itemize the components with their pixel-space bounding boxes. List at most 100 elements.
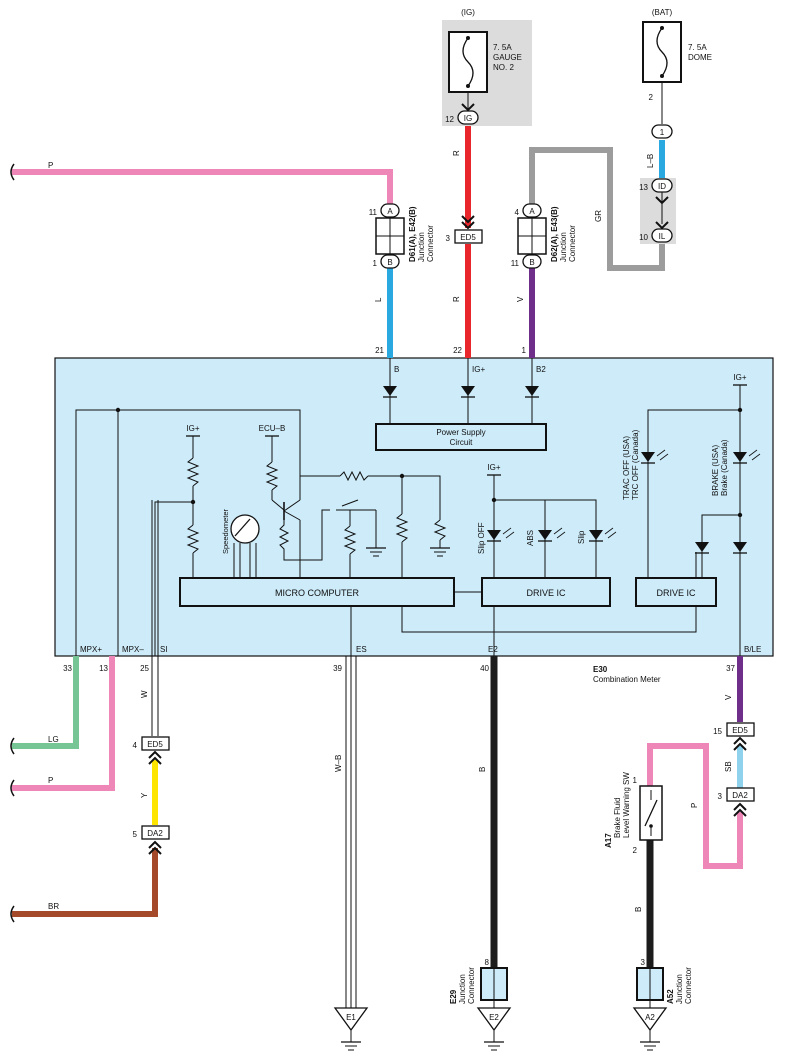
svg-text:IG: IG [464, 114, 472, 123]
svg-text:SI: SI [160, 645, 168, 654]
svg-text:D62(A), E43(B): D62(A), E43(B) [550, 206, 559, 262]
micro-computer-block [179, 577, 455, 607]
svg-text:A52: A52 [666, 989, 675, 1004]
svg-text:IL: IL [659, 232, 666, 241]
svg-text:A: A [529, 207, 535, 216]
connector-bat-1: 1 [651, 124, 673, 139]
svg-text:Level Warning SW: Level Warning SW [622, 772, 631, 838]
svg-text:22: 22 [453, 346, 462, 355]
svg-text:DA2: DA2 [732, 791, 748, 800]
svg-text:IG+: IG+ [472, 365, 485, 374]
connector-da2-right: DA2 3 [718, 787, 755, 817]
svg-text:Brake (Canada): Brake (Canada) [720, 439, 729, 496]
drive-ic-1-block [481, 577, 611, 607]
svg-text:Connector: Connector [467, 967, 476, 1004]
svg-text:13: 13 [639, 183, 648, 192]
fuse-bat-pin: 2 [649, 93, 654, 102]
svg-text:E2: E2 [489, 1013, 499, 1022]
svg-text:ES: ES [356, 645, 367, 654]
drive-ic-2-label: DRIVE IC [656, 588, 696, 598]
svg-text:GR: GR [594, 210, 603, 222]
svg-text:IG+: IG+ [186, 424, 199, 433]
svg-text:A: A [387, 207, 393, 216]
connector-id: ID 13 [639, 178, 673, 224]
combination-meter-body [54, 357, 774, 657]
svg-text:LG: LG [48, 735, 59, 744]
svg-text:Y: Y [140, 792, 149, 798]
fuse-bat-rating: 7. 5A [688, 43, 707, 52]
wire-pink-top [12, 169, 393, 205]
svg-text:3: 3 [641, 958, 646, 967]
svg-text:BR: BR [48, 902, 59, 911]
svg-text:SB: SB [724, 761, 733, 772]
fuse-gauge-no2: (IG) 7. 5A GAUGE NO. 2 [448, 8, 522, 110]
pin-ig-12: 12 [445, 115, 454, 124]
svg-text:TRC OFF (Canada): TRC OFF (Canada) [631, 429, 640, 500]
junction-d61: A 11 B 1 D61(A), E42(B) Junction Connect… [369, 203, 435, 269]
svg-text:Slip: Slip [577, 530, 586, 544]
svg-text:E2: E2 [488, 645, 498, 654]
connector-ed5-top: ED5 3 [446, 215, 483, 244]
wire-green-lg [12, 656, 79, 749]
connector-ig: IG 12 [445, 103, 479, 125]
svg-text:B2: B2 [536, 365, 546, 374]
svg-text:Junction: Junction [417, 232, 426, 262]
svg-text:L: L [374, 297, 383, 302]
svg-text:1: 1 [660, 128, 665, 137]
svg-text:4: 4 [515, 208, 520, 217]
svg-text:39: 39 [333, 664, 342, 673]
svg-text:40: 40 [480, 664, 489, 673]
svg-text:8: 8 [485, 958, 490, 967]
svg-text:5: 5 [133, 830, 138, 839]
speedometer-label: Speedometer [221, 508, 230, 554]
svg-text:ED5: ED5 [147, 740, 163, 749]
meter-id: E30 [593, 665, 608, 674]
svg-text:B: B [387, 258, 392, 267]
led-brake: BRAKE (USA) Brake (Canada) [711, 439, 761, 496]
svg-text:1: 1 [522, 346, 527, 355]
drive-ic-1-label: DRIVE IC [526, 588, 566, 598]
label-wire-p-top: P [48, 161, 53, 170]
svg-text:P: P [690, 803, 699, 808]
svg-text:ID: ID [658, 182, 666, 191]
svg-text:W–B: W–B [334, 755, 343, 772]
svg-text:13: 13 [99, 664, 108, 673]
led-slip: Slip [577, 527, 617, 544]
fuse-ig-source: (IG) [461, 8, 475, 17]
fuse-ig-rating: 7. 5A [493, 43, 512, 52]
svg-text:B: B [634, 907, 643, 912]
svg-text:E29: E29 [449, 989, 458, 1004]
svg-text:V: V [724, 694, 733, 700]
svg-text:2: 2 [633, 846, 638, 855]
svg-text:P: P [48, 776, 53, 785]
svg-text:ECU–B: ECU–B [259, 424, 286, 433]
switch-id: A17 [604, 833, 613, 848]
ground-e1: E1 [333, 1007, 369, 1051]
svg-text:Junction: Junction [559, 232, 568, 262]
fuse-ig-name1: GAUGE [493, 53, 522, 62]
svg-text:1: 1 [373, 259, 378, 268]
svg-text:E1: E1 [346, 1013, 356, 1022]
svg-text:11: 11 [369, 208, 378, 217]
svg-text:B: B [529, 258, 534, 267]
svg-text:15: 15 [713, 727, 722, 736]
power-supply-label: Power Supply [436, 428, 485, 437]
svg-text:Slip OFF: Slip OFF [477, 522, 486, 554]
brake-fluid-switch: 1 2 A17 Brake Fluid Level Warning SW [604, 772, 663, 855]
connector-da2-left: DA2 5 [133, 825, 170, 855]
svg-text:1: 1 [633, 776, 638, 785]
svg-text:Connector: Connector [568, 225, 577, 262]
svg-text:R: R [452, 296, 461, 302]
svg-text:B: B [394, 365, 399, 374]
svg-text:3: 3 [718, 792, 723, 801]
fuse-dome: (BAT) 7. 5A DOME 2 [642, 8, 712, 124]
svg-text:TRAC OFF (USA): TRAC OFF (USA) [622, 436, 631, 500]
svg-text:Brake Fluid: Brake Fluid [613, 798, 622, 838]
speedometer-gauge: Speedometer [221, 508, 260, 578]
connector-il: IL 10 [639, 221, 673, 243]
svg-text:21: 21 [375, 346, 384, 355]
svg-text:Junction: Junction [458, 974, 467, 1004]
junction-e29: 8 E29 Junction Connector [449, 958, 508, 1004]
micro-computer-label: MICRO COMPUTER [275, 588, 359, 598]
